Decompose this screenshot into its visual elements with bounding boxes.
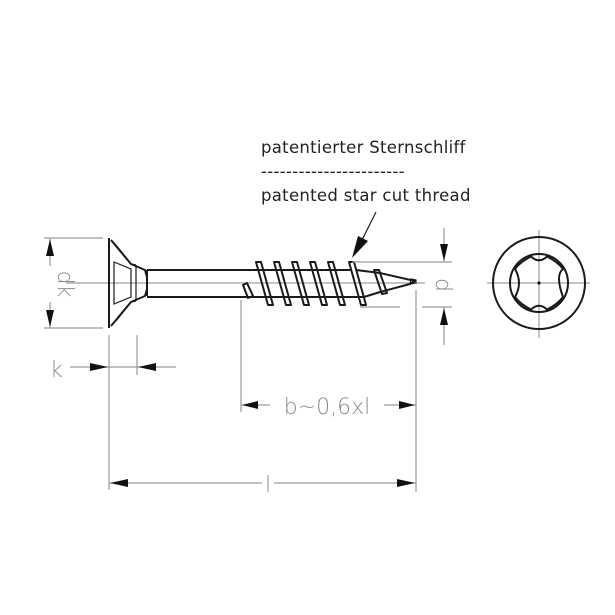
end-view [487,230,590,338]
dimension-l: l [108,395,416,498]
screw-head [108,238,148,328]
annotation-english: patented star cut thread [261,186,471,205]
dimension-dk: dk [40,237,103,329]
label-d: d [430,278,455,292]
annotation-separator: ----------------------- [261,162,405,181]
annotation-german: patentierter Sternschliff [261,138,467,157]
label-b: b~0,6xl [284,395,371,420]
dimension-k: k [50,335,176,395]
annotation: patentierter Sternschliff --------------… [261,138,471,258]
screw-shank [147,269,258,298]
label-l: l [265,473,271,498]
screw-thread [242,261,417,306]
dimension-d: d [352,228,455,345]
label-dk: dk [52,271,77,298]
star-drive-icon [514,255,564,311]
label-k: k [50,358,63,383]
dimension-b: b~0,6xl [240,290,417,492]
